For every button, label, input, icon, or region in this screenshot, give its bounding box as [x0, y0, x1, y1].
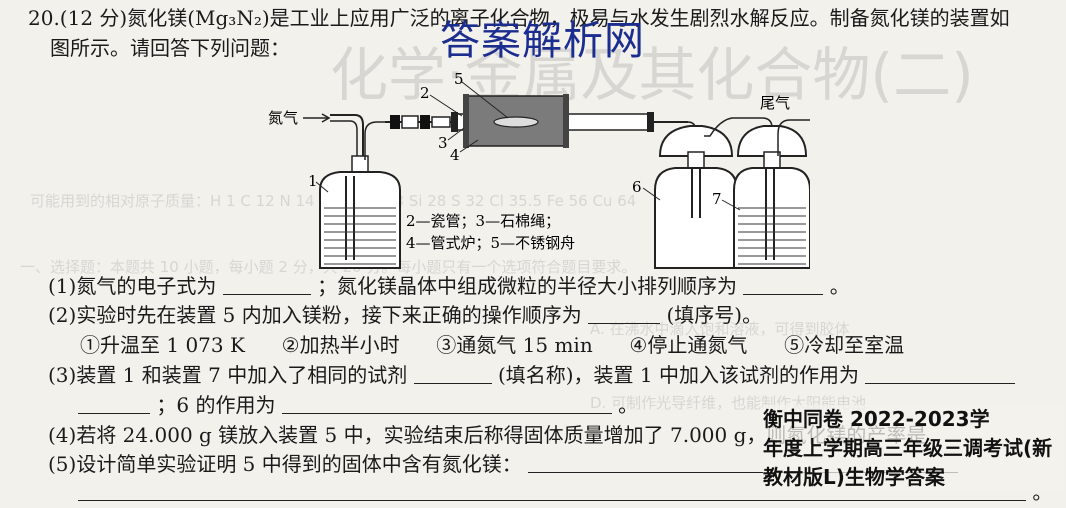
- question-1: (1)氮气的电子式为 ；氮化镁晶体中组成微粒的半径大小排列顺序为 。: [48, 274, 850, 298]
- label-number-4: 4: [450, 146, 460, 164]
- answer-blank-1b[interactable]: [743, 276, 824, 295]
- option-3: ③通氮气 15 min: [436, 333, 593, 357]
- outlet-label: 尾气: [760, 94, 790, 112]
- bottle-1: 1: [308, 114, 401, 269]
- question-3: (3)装置 1 和装置 7 中加入了相同的试剂 (填名称)，装置 1 中加入该试…: [48, 363, 1016, 387]
- question-3-text-d: 。: [618, 393, 639, 417]
- legend-line-1: 2—瓷管；3—石棉绳；: [406, 212, 560, 230]
- caption-line-1: 衡中同卷 2022-2023学: [763, 407, 990, 431]
- question-stem-line-1: 20.(12 分)氮化镁(Mg₃N₂)是工业上应用广泛的离子化合物，极易与水发生…: [28, 6, 1010, 30]
- document-caption: 衡中同卷 2022-2023学 年度上学期高三年级三调考试(新 教材版L)生物学…: [763, 405, 1063, 492]
- legend-line-2: 4—管式炉；5—不锈钢舟: [406, 234, 575, 252]
- answer-blank-1a[interactable]: [222, 276, 311, 295]
- label-number-2: 2: [420, 84, 430, 102]
- diagram-legend: 2—瓷管；3—石棉绳； 4—管式炉；5—不锈钢舟: [406, 212, 575, 252]
- question-2: (2)实验时先在装置 5 内加入镁粉，接下来正确的操作顺序为 (填序号)。: [48, 303, 762, 327]
- bottle-6-number: 6: [632, 178, 642, 196]
- question-1-text-c: 。: [829, 274, 850, 298]
- answer-blank-5a[interactable]: [528, 454, 959, 473]
- inlet-label: 氮气: [268, 109, 298, 127]
- question-3-cont: ；6 的作用为 。: [78, 393, 638, 417]
- exhaust-outlet: 尾气: [760, 94, 790, 112]
- bottle-6: 6: [632, 125, 738, 269]
- tube-furnace: [463, 94, 569, 148]
- option-4: ④停止通氮气: [629, 333, 748, 357]
- bottle-7: 7: [712, 119, 810, 269]
- answer-blank-5b[interactable]: [78, 482, 1026, 501]
- caption-line-2: 年度上学期高三年级三调考试(新: [763, 436, 1053, 460]
- answer-blank-3c[interactable]: [78, 395, 150, 414]
- question-2-text-b: (填序号)。: [666, 303, 763, 327]
- link-6-to-7: [704, 117, 773, 160]
- label-number-5: 5: [454, 70, 464, 88]
- bottle-1-number: 1: [308, 172, 318, 190]
- question-1-text-b: ；氮化镁晶体中组成微粒的半径大小排列顺序为: [317, 274, 738, 298]
- option-1: ①升温至 1 073 K: [80, 333, 245, 357]
- answer-blank-2[interactable]: [588, 305, 661, 324]
- caption-line-3: 教材版L)生物学答案: [763, 465, 945, 489]
- bottle-7-number: 7: [712, 190, 722, 208]
- question-stem-line-2: 图所示。请回答下列问题：: [50, 36, 290, 60]
- question-5-text-a: (5)设计简单实验证明 5 中得到的固体中含有氮化镁：: [48, 452, 522, 476]
- option-5: ⑤冷却至室温: [784, 333, 905, 357]
- label-number-3: 3: [438, 134, 448, 152]
- question-3-text-a: (3)装置 1 和装置 7 中加入了相同的试剂: [48, 363, 408, 387]
- apparatus-diagram: 氮气 1: [268, 70, 810, 269]
- answer-blank-3a[interactable]: [413, 365, 492, 384]
- left-connector: [385, 115, 460, 129]
- question-3-text-b: (填名称)，装置 1 中加入该试剂的作用为: [497, 363, 859, 387]
- question-2-text-a: (2)实验时先在装置 5 内加入镁粉，接下来正确的操作顺序为: [48, 303, 582, 327]
- option-2: ②加热半小时: [281, 333, 400, 357]
- question-2-options: ①升温至 1 073 K ②加热半小时 ③通氮气 15 min ④停止通氮气 ⑤…: [80, 333, 904, 357]
- question-5: (5)设计简单实验证明 5 中得到的固体中含有氮化镁：: [48, 452, 959, 476]
- answer-blank-3d[interactable]: [281, 395, 612, 414]
- answer-blank-3b[interactable]: [865, 365, 1016, 384]
- question-1-text-a: (1)氮气的电子式为: [48, 274, 217, 298]
- watermark: 答案解析网: [440, 18, 645, 64]
- nitrogen-inlet: 氮气: [268, 109, 331, 127]
- question-3-text-c: ；6 的作用为: [156, 393, 276, 417]
- part-labels: 5 2 3 4: [420, 70, 509, 164]
